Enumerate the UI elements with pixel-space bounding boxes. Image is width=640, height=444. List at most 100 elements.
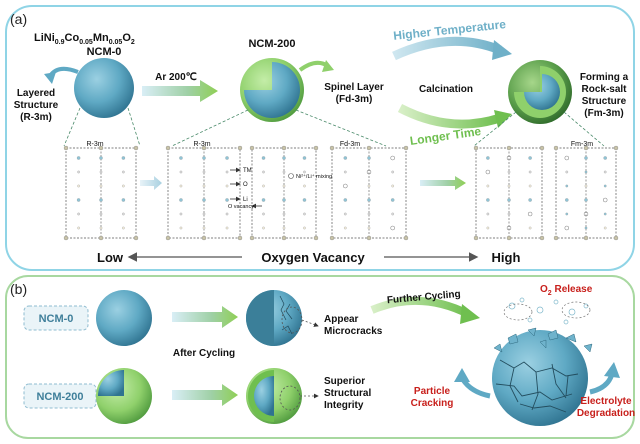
integrity-callout [279,385,301,411]
layered-line1: Layered [17,88,55,99]
ncm0-badge [23,305,89,331]
calcination-label: Calcination [419,84,473,95]
panel-a-tag: (a) [10,11,27,27]
lattice-atom [507,198,511,202]
lattice-atom [99,198,103,202]
lattice-atom [303,184,306,188]
lattice-atom [528,226,532,230]
lattice-atom [343,226,347,230]
further-cycling-arc-head [460,304,480,324]
lattice-atom [486,184,490,188]
lattice-corner-atom [281,235,287,241]
lattice-atom [225,184,229,188]
o2-sub: 2 [548,290,552,297]
lattice-atom [391,170,395,174]
electrolyte-arrow-head [604,362,620,378]
lattice-atom [77,226,80,230]
lattice-r3m-1: R-3m [86,141,103,148]
lattice-atom [99,156,103,160]
lattice-atom [99,170,103,174]
particle-line2: Cracking [411,398,454,409]
high-label: High [492,250,521,265]
lattice-corner-atom [63,235,69,241]
microcrack-pointer [301,319,319,327]
lattice-atom [603,156,607,160]
mixing-label: Ni²⁺/Li⁺ mixing [296,173,332,180]
fracture-network [495,359,579,413]
rocksalt-core-cutaway [524,74,560,110]
panel-a-frame [5,5,635,271]
lattice-corner-atom [539,145,545,151]
lattice-atom [77,170,80,174]
lattice-atom [565,184,569,188]
lattice-atom [303,226,306,230]
lattice-atom [282,170,286,174]
lattice-atom [225,156,229,160]
formula-sub: 0.05 [109,39,123,46]
lattice-corner-atom [613,235,619,241]
microcracks-line2: Microcracks [324,326,383,337]
formula-part: O [122,32,131,44]
lattice-atom [583,211,589,217]
longer-time-arc-head [494,110,512,128]
lattice-atom [343,198,348,202]
lattice-corner-atom [329,145,335,151]
lattice-atom [282,184,286,188]
lattice-atom [225,226,229,230]
lattice-atom [343,212,347,216]
cycling-arrow-1 [172,306,238,328]
low-label: Low [97,250,124,265]
lattice-atom [564,155,570,161]
lattice-corner-atom [281,145,287,151]
ar-label: Ar 200℃ [155,72,197,83]
particle-line1: Particle [414,386,451,397]
lattice-atom [343,156,348,160]
lattice-corner-atom [539,235,545,241]
formula-part: LiNi [34,32,55,44]
o2-bubbles [508,297,589,325]
tm-label: TM [243,168,252,174]
lattice-corner-atom [237,145,243,151]
fractured-particle [492,330,588,426]
lattice-atom [179,170,183,174]
lattice-atom [77,184,80,188]
o2-release-text: Release [552,284,593,295]
lattice-atom [486,226,490,230]
ncm0-sphere [74,58,134,118]
lattice-corner-atom [249,145,255,151]
lattice-atom [506,225,512,231]
lattice-atom [507,170,511,174]
lattice-atom [565,198,569,202]
lattice-corner-atom [98,235,104,241]
lattice-atom [486,212,490,216]
cracked-ncm0-half [246,290,274,346]
lattice-corner-atom [313,235,319,241]
lattice-atom [261,198,266,202]
cycling-arrow-2 [172,384,238,406]
lattice-atom [584,156,588,160]
lattice-atom [202,184,206,188]
o2-callout-left [503,303,533,321]
lattice-corner-atom [583,235,589,241]
lattice-atom [282,212,286,216]
superior-line1: Superior [324,376,365,387]
lattice-atom [179,226,183,230]
lattice-atom [282,226,286,230]
lattice-arrow-2 [420,176,466,190]
lattice-atom [528,184,532,188]
lattice-atom [262,170,265,174]
ncm0-sphere-b [96,290,152,346]
lattice-atom [584,184,588,188]
lattice-corner-atom [133,145,139,151]
formula-part: Co [65,32,80,44]
ovac-label: O vacancy [228,204,254,210]
debris-fragments [493,327,593,353]
lattice-atom [527,211,533,217]
formula-sub: 0.9 [55,39,65,46]
lattice-atom [507,212,511,216]
lattice-atom [202,226,206,230]
lattice-atom [225,198,229,202]
lattice-fm3m: Fm-3m [571,141,593,148]
lattice-atom [99,184,103,188]
